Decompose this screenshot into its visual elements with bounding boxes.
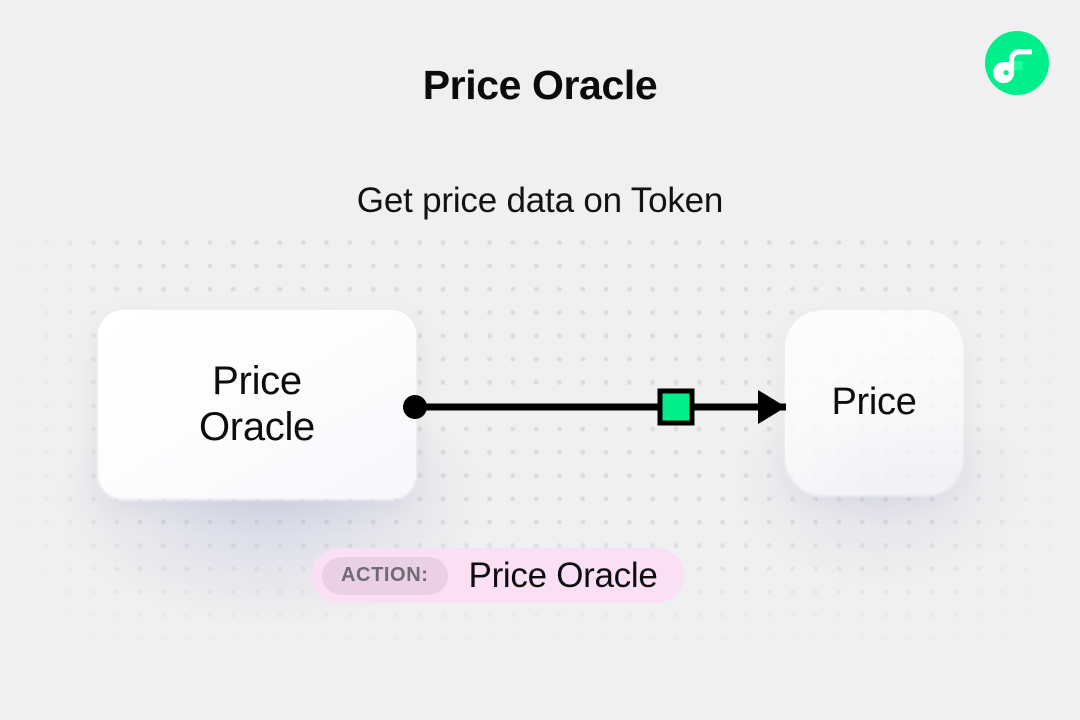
flow-logo-icon bbox=[985, 31, 1049, 95]
action-badge-key: ACTION: bbox=[322, 556, 448, 595]
action-badge-value: Price Oracle bbox=[468, 555, 658, 595]
output-node[interactable]: Price bbox=[785, 310, 963, 494]
connector-edge[interactable] bbox=[398, 378, 798, 430]
action-badge[interactable]: ACTION: Price Oracle bbox=[312, 548, 685, 603]
green-square-marker-icon bbox=[657, 388, 695, 426]
page-title: Price Oracle bbox=[422, 62, 658, 108]
page-subtitle: Get price data on Token bbox=[356, 181, 724, 220]
source-node[interactable]: Price Oracle bbox=[98, 310, 416, 498]
